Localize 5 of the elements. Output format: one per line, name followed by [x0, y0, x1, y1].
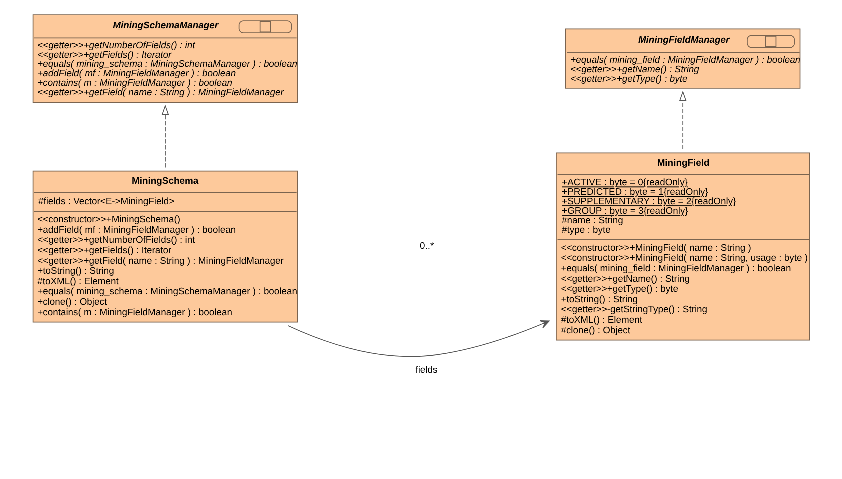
arrow	[287, 320, 550, 358]
arrow	[161, 104, 169, 168]
edge-label: fields	[415, 364, 438, 376]
label: 0..*	[420, 241, 434, 252]
arrow	[678, 90, 686, 150]
